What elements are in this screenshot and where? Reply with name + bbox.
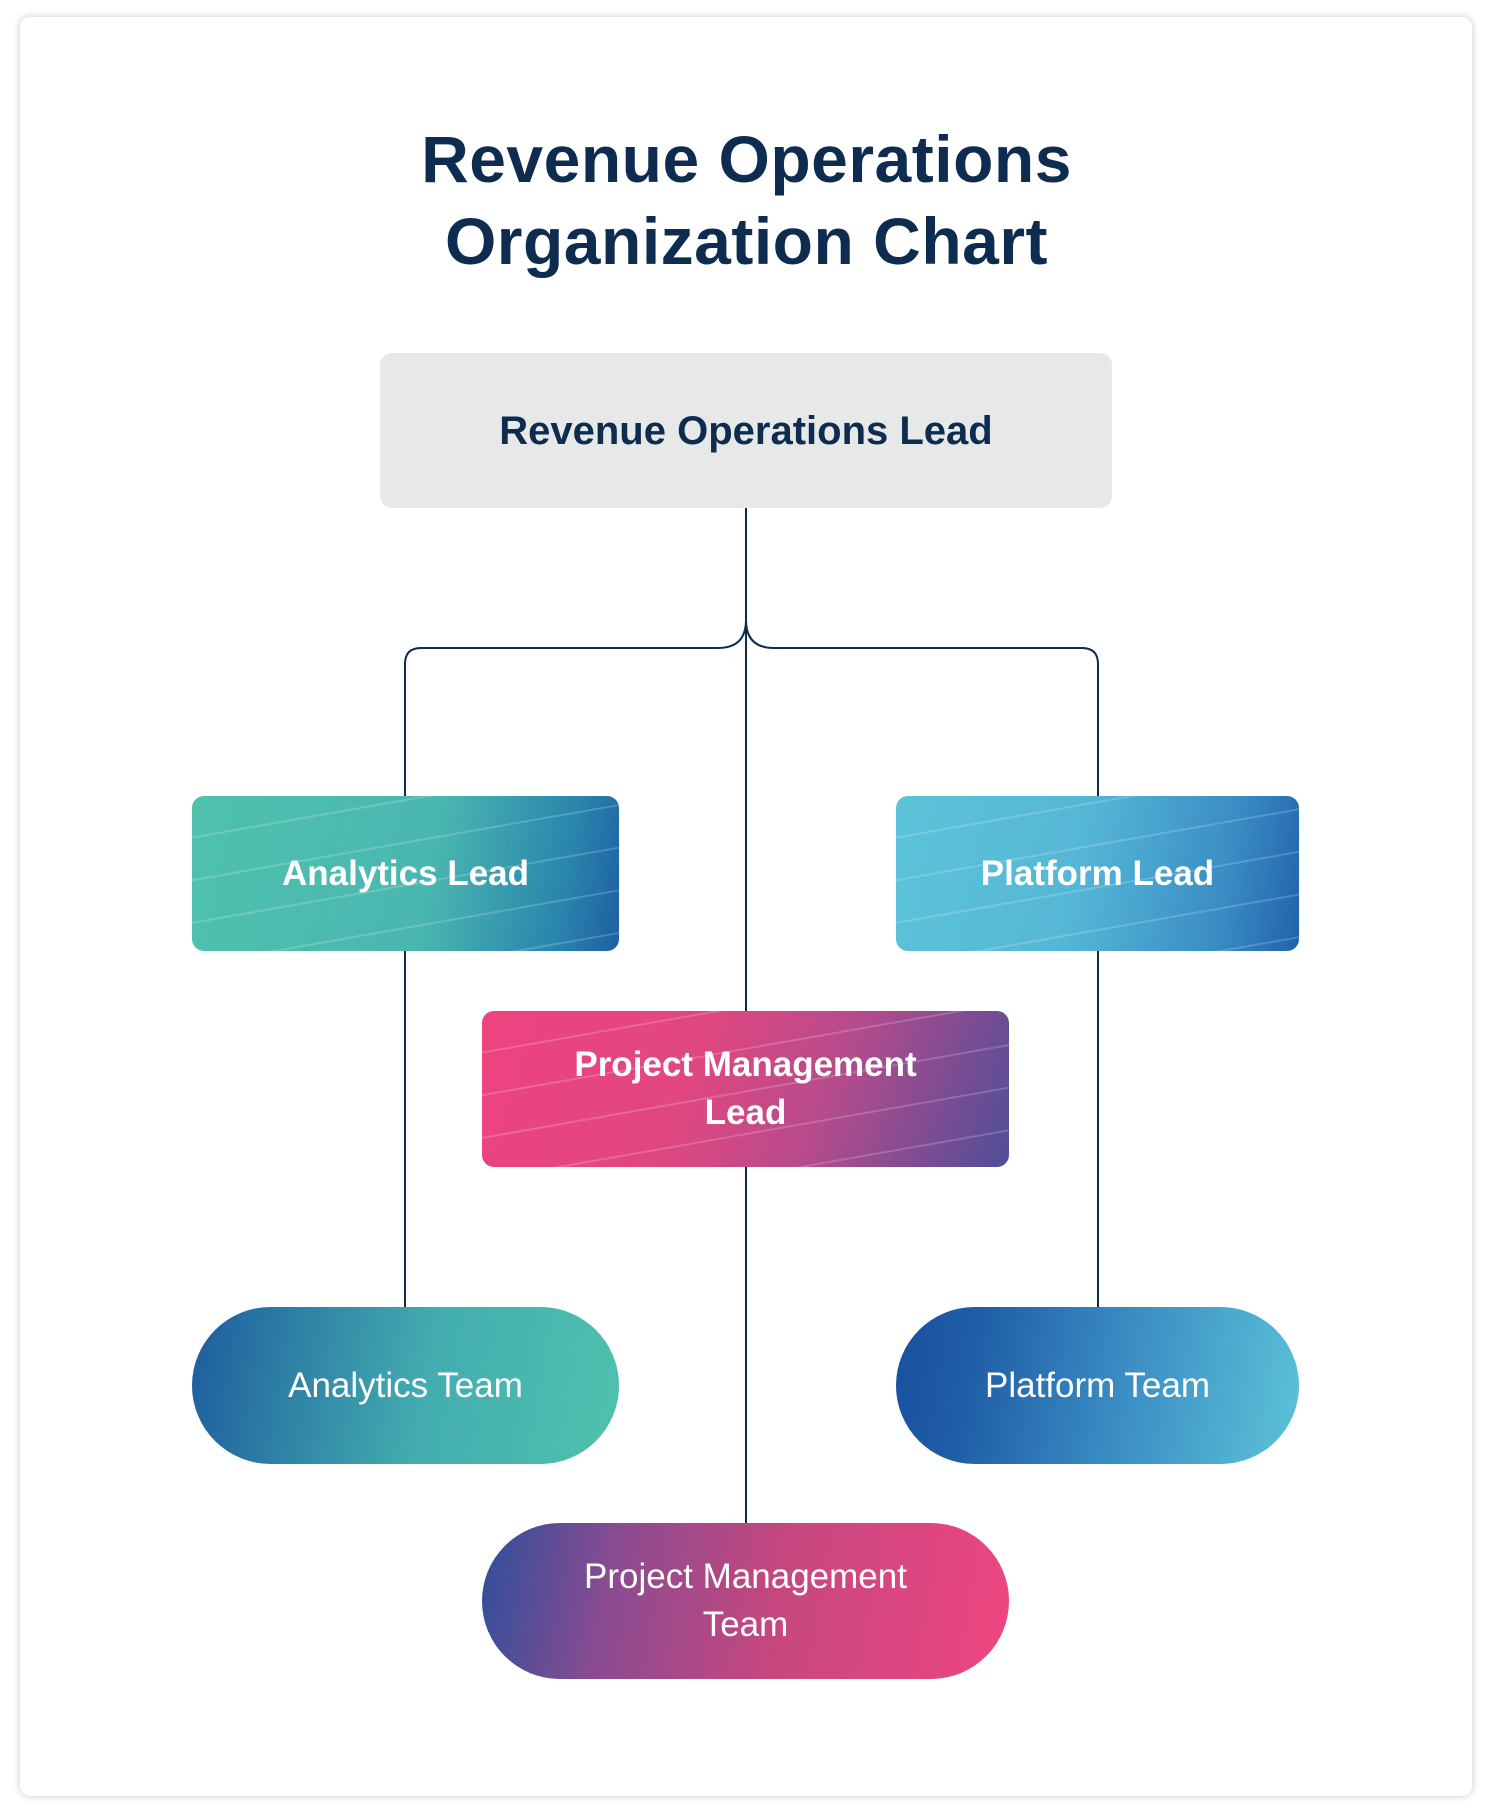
node-label: Project Management Lead <box>574 1045 917 1132</box>
connector-root-to-analytics <box>404 619 747 796</box>
node-label: Platform Lead <box>980 853 1215 893</box>
node-label: Platform Team <box>985 1365 1210 1405</box>
node-revenue-operations-lead: Revenue Operations Lead <box>380 353 1112 508</box>
node-analytics-team: Analytics Team <box>192 1307 619 1464</box>
title-line-1: Revenue Operations <box>421 122 1072 196</box>
node-label: Analytics Team <box>288 1365 523 1405</box>
node-platform-lead: Platform Lead <box>896 796 1299 951</box>
node-label: Revenue Operations Lead <box>499 408 993 453</box>
node-label: Analytics Lead <box>281 853 530 893</box>
connector-root-to-platform <box>745 619 1099 796</box>
node-project-management-lead: Project Management Lead <box>482 1011 1009 1167</box>
node-project-management-team: Project Management Team <box>482 1523 1009 1679</box>
chart-title: Revenue Operations Organization Chart <box>0 118 1493 282</box>
node-platform-team: Platform Team <box>896 1307 1299 1464</box>
title-line-2: Organization Chart <box>444 204 1049 278</box>
node-label: Project Management Team <box>584 1557 907 1644</box>
node-analytics-lead: Analytics Lead <box>192 796 619 951</box>
